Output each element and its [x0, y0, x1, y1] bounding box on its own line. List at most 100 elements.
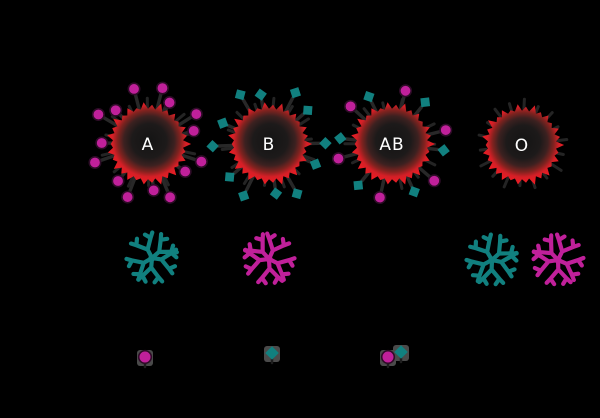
membrane-stub	[220, 146, 234, 151]
red-blood-cell-body	[482, 104, 565, 185]
cell-type-label: B	[263, 135, 276, 155]
membrane-stub	[304, 137, 313, 142]
red-blood-cell-body	[228, 102, 313, 185]
antigen-stalk	[425, 146, 440, 152]
antibody-icon	[148, 232, 179, 262]
a-antigen-icon	[137, 349, 153, 365]
cell-type-label: O	[515, 136, 529, 156]
antigen-stalk	[216, 143, 236, 148]
antibody-icon	[531, 249, 562, 278]
membrane-stub	[302, 154, 316, 161]
b-antigen-icon	[309, 158, 322, 170]
antibody-icon	[256, 255, 285, 286]
b-antigen-icon	[289, 87, 301, 99]
b-antigen-icon	[234, 89, 246, 101]
red-blood-cell-body	[351, 102, 436, 185]
membrane-stub	[127, 104, 133, 113]
teal-antibodies-cluster	[124, 230, 179, 285]
membrane-stub	[287, 105, 294, 115]
a-antigen-icon	[88, 156, 102, 170]
antigen-stalk	[283, 96, 295, 115]
a-antigen-icon	[331, 152, 345, 166]
antigen-stalk	[176, 115, 193, 128]
b-antigen-icon	[224, 172, 235, 182]
antigen-stalk	[405, 173, 414, 189]
a-antigen-icon	[439, 123, 453, 137]
b-antigen-icon	[238, 190, 250, 202]
antigen-stalk	[128, 174, 138, 194]
antigen-stalk	[293, 112, 305, 123]
a-antigen-icon	[194, 155, 208, 169]
membrane-stub	[550, 163, 563, 172]
membrane-stub	[298, 117, 310, 126]
membrane-stub	[163, 175, 170, 187]
magenta-antibodies-cluster	[531, 232, 586, 287]
membrane-stub	[253, 102, 259, 111]
b-antigen-icon	[420, 97, 431, 108]
membrane-stub	[479, 159, 492, 168]
a-antigen-icon	[427, 174, 441, 188]
b-antigen-icon	[437, 144, 450, 157]
a-antigen-icon	[163, 190, 177, 204]
membrane-stub	[226, 128, 236, 134]
antigen-stalk	[244, 173, 256, 193]
a-antigen-icon	[155, 81, 169, 95]
red-blood-cell-body	[107, 102, 192, 185]
cell-type-label: AB	[379, 135, 404, 155]
antigen-stalk	[353, 108, 368, 123]
blood-cell-group-a: A	[88, 81, 208, 204]
membrane-stub	[230, 162, 240, 169]
a-antigen-icon	[163, 96, 177, 110]
a-antigen-icon	[111, 174, 125, 188]
antibody-icon	[242, 247, 273, 276]
a-antigen-icon	[147, 183, 161, 197]
antigen-stalk	[101, 115, 120, 128]
a-antigen-icon	[344, 99, 358, 113]
antibody-icon	[265, 256, 297, 282]
membrane-stub	[502, 176, 510, 189]
antibody-icon	[554, 232, 581, 264]
a-antigen-icon	[121, 190, 135, 204]
antigen-stalk	[133, 92, 142, 112]
membrane-stub	[542, 172, 549, 180]
antibody-icon	[544, 256, 573, 287]
antigen-stalk	[379, 176, 386, 194]
membrane-stub	[351, 123, 361, 130]
a-antigen-icon	[187, 124, 201, 138]
antibody-icon	[554, 255, 586, 283]
antibody-icon	[136, 254, 165, 285]
a-antigen-icon	[373, 191, 387, 205]
membrane-stub	[381, 101, 386, 110]
antibody-icon	[531, 233, 562, 264]
antigen-stalk	[369, 100, 379, 115]
b-antigen-icon	[254, 88, 267, 101]
magenta-antibodies-cluster	[242, 231, 297, 286]
b-antigen-icon	[394, 345, 408, 359]
b-antigen-icon	[353, 180, 364, 191]
antigen-marker-group	[137, 349, 153, 369]
membrane-stub	[351, 158, 361, 165]
antigen-stalk	[416, 165, 432, 179]
b-antigen-icon	[363, 91, 375, 103]
membrane-stub	[556, 138, 569, 143]
antibody-icon	[124, 255, 156, 282]
antigen-marker-group	[264, 346, 280, 365]
b-antigen-icon	[265, 346, 279, 360]
antibody-icon	[148, 247, 179, 276]
antigen-stalk	[179, 153, 198, 162]
membrane-stub	[112, 166, 121, 174]
membrane-stub	[507, 102, 513, 113]
membrane-stub	[555, 151, 565, 156]
blood-cell-group-b: B	[206, 87, 332, 202]
membrane-stub	[478, 147, 488, 152]
membrane-stub	[413, 171, 420, 179]
b-antigen-icon	[334, 132, 347, 145]
blood-cell-group-ab: AB	[331, 84, 453, 205]
a-antigen-icon	[127, 82, 141, 96]
a-antigen-icon	[95, 136, 109, 150]
b-antigen-icon	[319, 137, 332, 150]
antibody-icon	[477, 256, 506, 287]
membrane-stub	[126, 176, 134, 188]
